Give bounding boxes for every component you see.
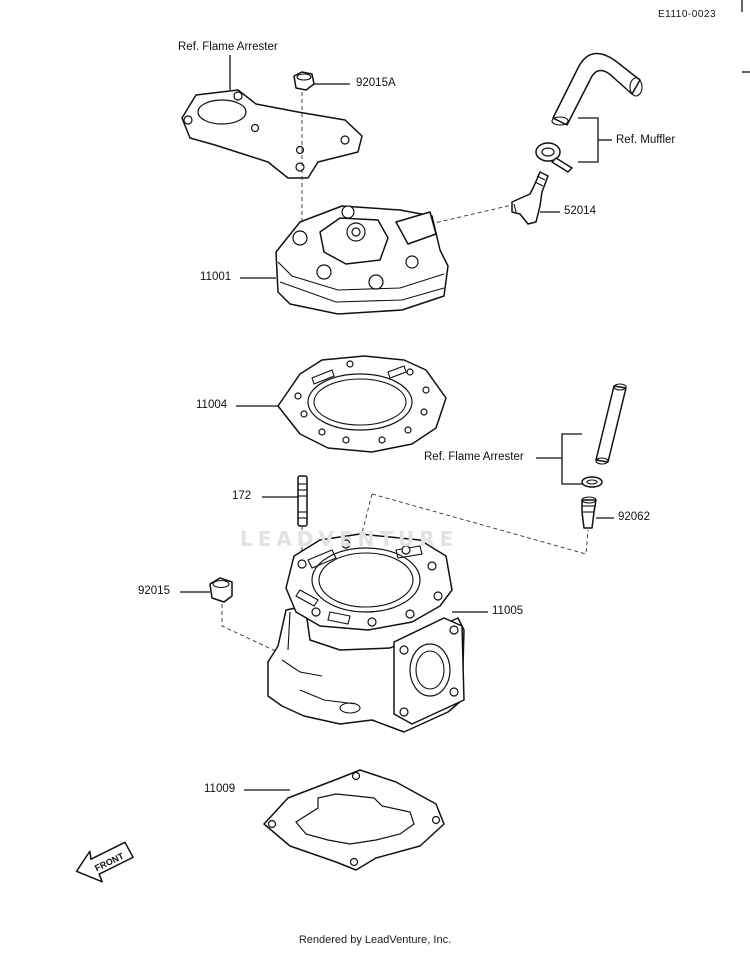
stud-172 (297, 475, 308, 527)
nut-92015A (293, 71, 315, 91)
label-ref-muffler: Ref. Muffler (616, 134, 676, 146)
cylinder-head-11001 (275, 205, 449, 315)
label-ref-flame-arrester-mid: Ref. Flame Arrester (424, 451, 524, 463)
label-11005: 11005 (492, 605, 524, 617)
label-92062: 92062 (618, 511, 650, 523)
label-ref-flame-arrester-top: Ref. Flame Arrester (178, 41, 278, 53)
bracket-line (578, 117, 599, 163)
nut-92015 (209, 577, 233, 603)
label-11001: 11001 (200, 271, 232, 283)
label-52014: 52014 (564, 205, 596, 217)
muffler-hose (551, 52, 643, 126)
bracket-line (561, 433, 582, 485)
base-gasket-11009 (263, 769, 445, 871)
alignment-line (371, 493, 589, 555)
label-92015A: 92015A (356, 77, 396, 89)
front-arrow-icon (75, 841, 134, 883)
cylinder-11005 (267, 533, 465, 733)
label-11009: 11009 (204, 783, 236, 795)
flame-arrester-bracket (181, 89, 363, 179)
alignment-line (221, 604, 283, 655)
nozzle-92062 (581, 496, 597, 529)
diagram-code: E1110-0023 (658, 9, 717, 20)
alignment-line (429, 204, 513, 225)
tube-clip (581, 476, 603, 488)
footer-credit: Rendered by LeadVenture, Inc. (298, 934, 452, 946)
flame-arrester-tube (595, 383, 627, 465)
hose-clamp (535, 142, 573, 173)
watermark: LEADVENTURE (240, 527, 459, 551)
label-172: 172 (232, 490, 252, 502)
elbow-fitting-52014 (511, 171, 549, 225)
label-11004: 11004 (196, 399, 228, 411)
label-92015: 92015 (138, 585, 170, 597)
head-gasket-11004 (277, 355, 447, 453)
